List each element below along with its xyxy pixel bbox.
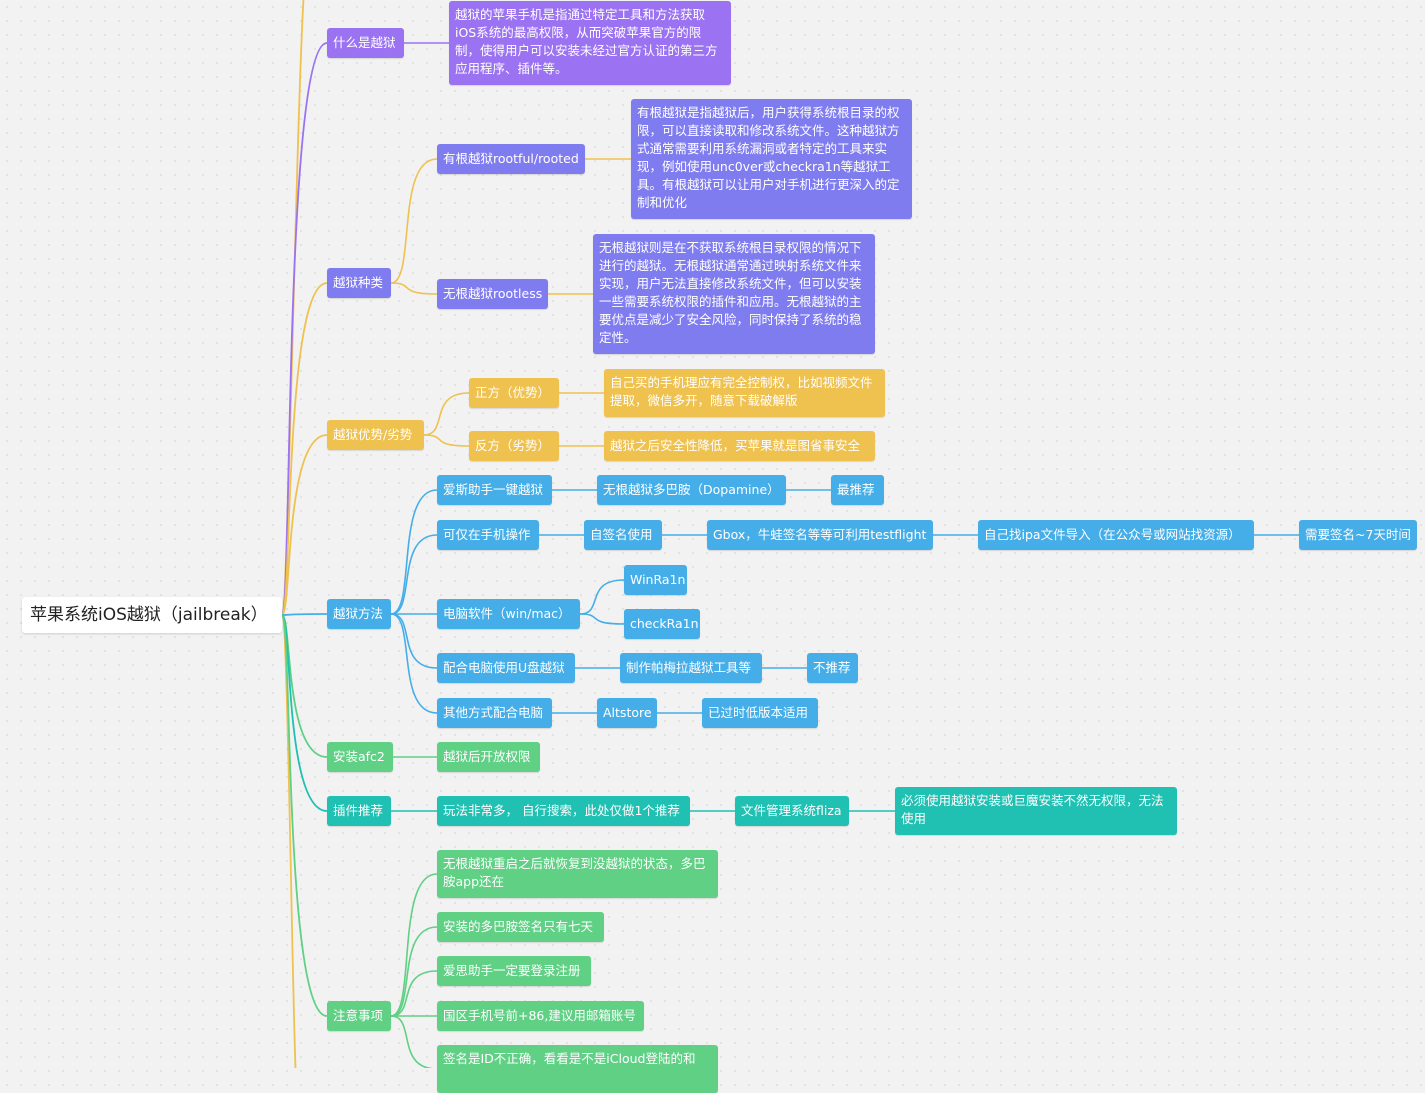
connector xyxy=(579,579,625,615)
root-topic[interactable]: 苹果系统iOS越狱（jailbreak） xyxy=(22,597,282,633)
method-other-with-pc[interactable]: 其他方式配合电脑 xyxy=(437,698,552,728)
method-palera1n-tool[interactable]: 制作帕梅拉越狱工具等 xyxy=(620,653,762,683)
method-checkra1n[interactable]: checkRa1n xyxy=(624,609,700,639)
connector xyxy=(390,613,438,714)
method-gbox-testflight[interactable]: Gbox，牛蛙签名等等可利用testflight xyxy=(707,520,933,550)
method-sign-7-days[interactable]: 需要签名~7天时间 xyxy=(1299,520,1417,550)
method-aisi-one-click[interactable]: 爱斯助手一键越狱 xyxy=(437,475,552,505)
subtopic-rootful[interactable]: 有根越狱rootful/rooted xyxy=(437,144,585,174)
method-self-signing[interactable]: 自签名使用 xyxy=(584,520,662,550)
method-import-ipa[interactable]: 自己找ipa文件导入（在公众号或网站找资源） xyxy=(978,520,1254,550)
method-dopamine[interactable]: 无根越狱多巴胺（Dopamine） xyxy=(597,475,786,505)
rootless-description[interactable]: 无根越狱则是在不获取系统根目录权限的情况下进行的越狱。无根越狱通常通过映射系统文… xyxy=(593,234,875,354)
subtopic-con[interactable]: 反方（劣势） xyxy=(469,431,559,461)
topic-jailbreak-types[interactable]: 越狱种类 xyxy=(327,268,391,298)
method-not-recommended[interactable]: 不推荐 xyxy=(807,653,858,683)
connector xyxy=(423,434,470,447)
method-usb-drive[interactable]: 配合电脑使用U盘越狱 xyxy=(437,653,575,683)
connector xyxy=(390,873,438,1017)
note-item[interactable]: 安装的多巴胺签名只有七天 xyxy=(437,912,604,942)
afc2-open-permissions[interactable]: 越狱后开放权限 xyxy=(437,742,540,772)
pro-description[interactable]: 自己买的手机理应有完全控制权，比如视频文件提取，微信多开，随意下载破解版 xyxy=(604,369,885,417)
note-item[interactable]: 签名是ID不正确，看看是不是iCloud登陆的和 xyxy=(437,1045,718,1093)
connector-lines xyxy=(281,0,1300,1068)
topic-notes[interactable]: 注意事项 xyxy=(327,1001,391,1031)
topic-install-afc2[interactable]: 安装afc2 xyxy=(327,742,393,772)
connector xyxy=(390,1015,436,1068)
root-branch xyxy=(281,614,328,812)
method-most-recommended[interactable]: 最推荐 xyxy=(831,475,884,505)
method-outdated-low-version[interactable]: 已过时低版本适用 xyxy=(702,698,818,728)
root-branch xyxy=(281,614,328,1017)
subtopic-rootless[interactable]: 无根越狱rootless xyxy=(437,279,548,309)
what-is-jailbreak-description[interactable]: 越狱的苹果手机是指通过特定工具和方法获取iOS系统的最高权限，从而突破苹果官方的… xyxy=(449,1,731,85)
topic-what-is-jailbreak[interactable]: 什么是越狱 xyxy=(327,28,404,58)
method-phone-only[interactable]: 可仅在手机操作 xyxy=(437,520,539,550)
rootful-description[interactable]: 有根越狱是指越狱后，用户获得系统根目录的权限，可以直接读取和修改系统文件。这种越… xyxy=(631,99,912,219)
note-item[interactable]: 爱思助手一定要登录注册 xyxy=(437,956,591,986)
connector xyxy=(390,613,438,669)
topic-jailbreak-methods[interactable]: 越狱方法 xyxy=(327,599,391,629)
topic-plugin-recommend[interactable]: 插件推荐 xyxy=(327,796,391,826)
plugin-filza[interactable]: 文件管理系统fliza xyxy=(735,796,849,826)
note-item[interactable]: 国区手机号前+86,建议用邮箱账号 xyxy=(437,1001,644,1031)
method-winra1n[interactable]: WinRa1n xyxy=(624,565,687,595)
connector xyxy=(390,158,438,284)
connector xyxy=(579,613,625,625)
connector xyxy=(390,489,438,615)
method-altstore[interactable]: Altstore xyxy=(597,698,657,728)
connector xyxy=(423,392,470,436)
note-item[interactable]: 无根越狱重启之后就恢复到没越狱的状态，多巴胺app还在 xyxy=(437,850,718,898)
plugin-filza-note[interactable]: 必须使用越狱安装或巨魔安装不然无权限，无法使用 xyxy=(895,787,1177,835)
connector xyxy=(390,970,438,1017)
root-branch xyxy=(281,613,328,616)
topic-pros-cons[interactable]: 越狱优势/劣势 xyxy=(327,420,424,450)
con-description[interactable]: 越狱之后安全性降低，买苹果就是图省事安全 xyxy=(604,431,875,461)
subtopic-pro[interactable]: 正方（优势） xyxy=(469,378,559,408)
plugin-many-ways[interactable]: 玩法非常多， 自行搜索，此处仅做1个推荐 xyxy=(437,796,690,826)
method-pc-software[interactable]: 电脑软件（win/mac） xyxy=(437,599,580,629)
connector xyxy=(390,534,438,615)
connector xyxy=(390,282,438,295)
root-branch xyxy=(281,434,328,616)
connector xyxy=(390,926,438,1017)
